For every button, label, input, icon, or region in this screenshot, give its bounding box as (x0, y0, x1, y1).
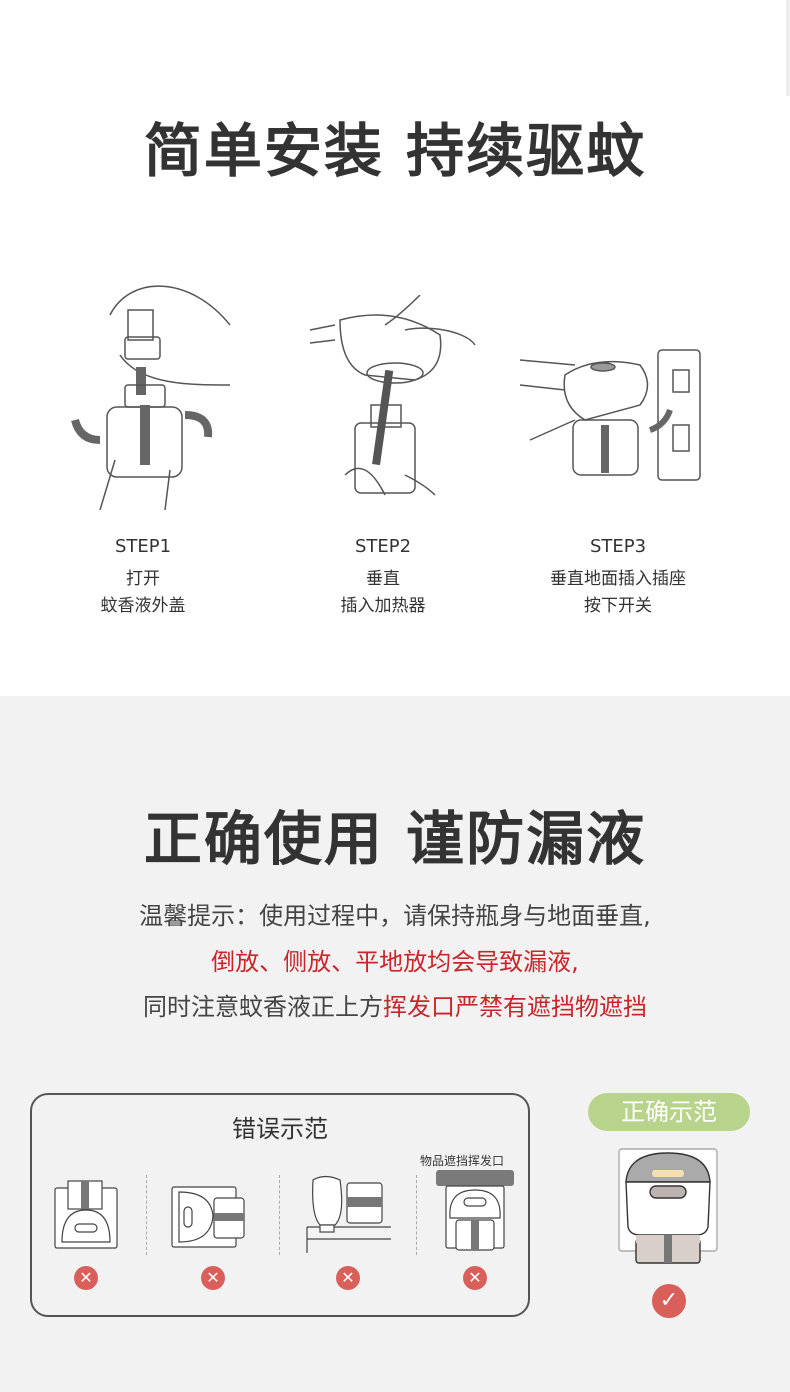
wrong-mark-icon: ✕ (74, 1266, 98, 1290)
step-line1: 垂直地面插入插座 (550, 569, 686, 589)
wrong-examples-box: 错误示范 (30, 1093, 530, 1317)
correct-mark-icon: ✓ (652, 1284, 686, 1318)
step-line2: 蚊香液外盖 (100, 596, 186, 616)
install-section (0, 0, 790, 696)
divider (146, 1175, 147, 1255)
divider (279, 1175, 280, 1255)
step-2: STEP2 垂直 插入加热器 (283, 533, 483, 620)
step-line2: 按下开关 (584, 596, 652, 616)
wrong-mark-icon: ✕ (201, 1266, 225, 1290)
step-line2: 插入加热器 (340, 596, 426, 616)
wrong-mark-icon: ✕ (463, 1266, 487, 1290)
usage-title: 正确使用 谨防漏液 (143, 805, 647, 873)
edge-strip (786, 0, 790, 96)
blocked-vent-icon (436, 1170, 514, 1251)
install-title: 简单安装 持续驱蚊 (143, 117, 647, 185)
divider (416, 1175, 417, 1255)
obstacle-label: 物品遮挡挥发口 (420, 1154, 505, 1168)
step2-illustration (309, 295, 476, 496)
sideways-icon (171, 1186, 245, 1248)
correct-example-badge: 正确示范 (588, 1093, 750, 1131)
tip-line-3: 同时注意蚊香液正上方挥发口严禁有遮挡物遮挡 (0, 987, 790, 1022)
tip-line-3-normal: 同时注意蚊香液正上方 (143, 993, 383, 1021)
wrong-examples-title: 错误示范 (232, 1115, 328, 1143)
step1-illustration (71, 285, 231, 510)
step-1: STEP1 打开 蚊香液外盖 (43, 533, 243, 620)
tip-line-1: 温馨提示：使用过程中，请保持瓶身与地面垂直, (139, 902, 651, 930)
step-label: STEP2 (354, 536, 412, 557)
step3-illustration (519, 349, 701, 481)
wrong-mark-icon: ✕ (336, 1266, 360, 1290)
upside-down-icon (54, 1180, 118, 1249)
usage-section (0, 696, 790, 1392)
correct-example-icon (618, 1148, 718, 1264)
step-label: STEP3 (589, 536, 647, 557)
step-line1: 打开 (126, 569, 160, 589)
step-line1: 垂直 (366, 569, 400, 589)
tip-line-3-red: 挥发口严禁有遮挡物遮挡 (383, 993, 647, 1021)
lying-flat-icon (306, 1175, 391, 1253)
step-3: STEP3 垂直地面插入插座 按下开关 (518, 533, 718, 620)
step-label: STEP1 (114, 536, 172, 557)
tip-line-2: 倒放、侧放、平地放均会导致漏液, (211, 948, 579, 976)
